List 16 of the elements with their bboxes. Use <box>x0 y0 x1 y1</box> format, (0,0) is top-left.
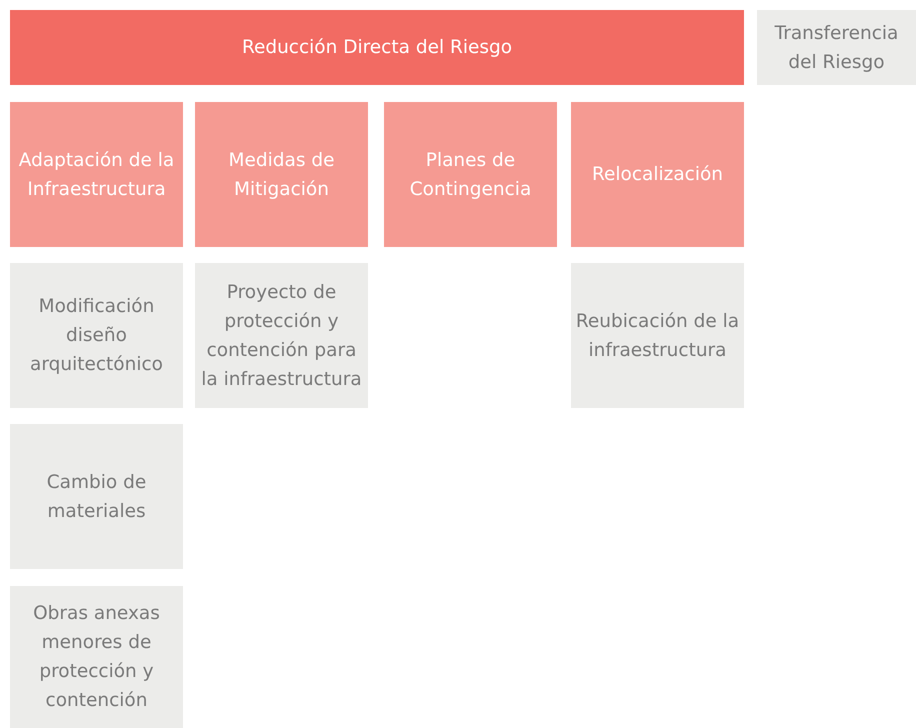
box-label: Obras anexas menores de protección y contención <box>32 602 161 713</box>
category-banner <box>10 10 744 85</box>
category-box <box>195 102 368 247</box>
box-label: Medidas de Mitigación <box>228 148 336 202</box>
box-label: Modificación diseño arquitectónico <box>29 295 164 377</box>
category-box <box>10 102 183 247</box>
box-label: Reducción Directa del Riesgo <box>242 36 512 60</box>
box-label: Transferencia del Riesgo <box>774 22 900 74</box>
category-box <box>384 102 557 247</box>
category-box <box>571 102 744 247</box>
box-label: Cambio de materiales <box>46 470 148 524</box>
box-label: Adaptación de la Infraestructura <box>18 148 176 202</box>
box-label: Planes de Contingencia <box>408 148 532 202</box>
box-label: Relocalización <box>592 163 724 187</box>
box-label: Proyecto de protección y contención para la infraestructura <box>200 280 363 392</box>
box-label: Reubicación de la infraestructura <box>575 310 740 362</box>
